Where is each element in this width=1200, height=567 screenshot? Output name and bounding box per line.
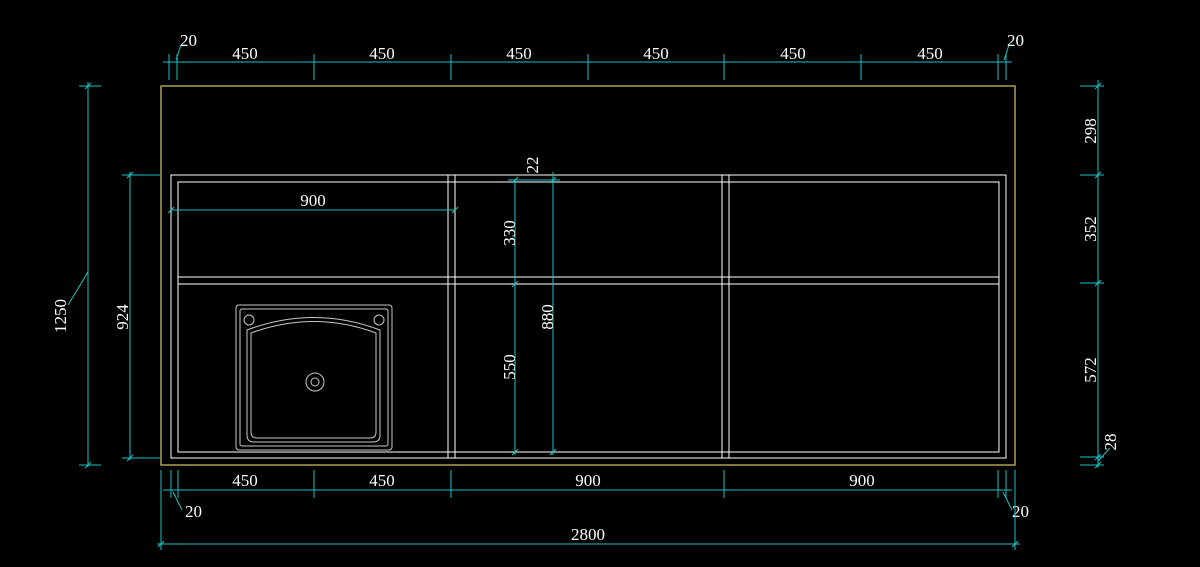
bottom-dimension-chain: 20 450 450 900 900 20: [163, 470, 1029, 521]
bottom-dim-3: 900: [575, 471, 601, 490]
top-dim-4: 450: [643, 44, 669, 63]
bottom-dim-4: 900: [849, 471, 875, 490]
bottom-dim-5: 20: [1012, 502, 1029, 521]
left-dim-924: 924: [113, 304, 132, 330]
overall-dim-2800: 2800: [571, 525, 605, 544]
countertop-outline: [160, 85, 1016, 466]
top-dim-3: 450: [506, 44, 532, 63]
top-dim-2: 450: [369, 44, 395, 63]
right-dim-28: 28: [1101, 434, 1120, 451]
inner-dim-880: 880: [538, 304, 557, 330]
bottom-dim-0: 20: [185, 502, 202, 521]
left-dim-1250: 1250: [51, 299, 70, 333]
sink-basin-icon: [235, 304, 393, 451]
top-dim-7: 20: [1007, 31, 1024, 50]
top-dim-1: 450: [232, 44, 258, 63]
right-dim-352: 352: [1081, 216, 1100, 242]
right-dimensions: 298 352 572 28: [1080, 80, 1120, 469]
right-dim-298: 298: [1081, 118, 1100, 144]
inner-dim-550: 550: [500, 354, 519, 380]
top-dimension-chain: 20 450 450 450 450 450 450 20: [163, 31, 1024, 80]
inner-dimensions: 900 22 330 550 880: [167, 157, 560, 456]
cabinet-frame: [170, 174, 1007, 459]
right-dim-572: 572: [1081, 357, 1100, 383]
top-dim-0: 20: [180, 31, 197, 50]
left-dimensions: 1250 924: [51, 82, 160, 469]
top-dim-6: 450: [917, 44, 943, 63]
bottom-dim-2: 450: [369, 471, 395, 490]
inner-dim-900: 900: [300, 191, 326, 210]
inner-dim-22: 22: [523, 157, 542, 174]
inner-dim-330: 330: [500, 220, 519, 246]
top-dim-5: 450: [780, 44, 806, 63]
overall-dimension: 2800: [157, 470, 1020, 550]
bottom-dim-1: 450: [232, 471, 258, 490]
